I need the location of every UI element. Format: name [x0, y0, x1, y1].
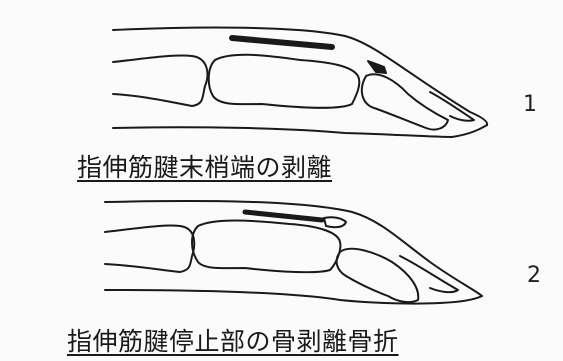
middle-phalanx-2 [192, 221, 340, 273]
proximal-phalanx-2 [105, 225, 194, 272]
finger-outline-lower-2 [105, 290, 482, 304]
avulsed-bone-fragment-2 [324, 217, 346, 227]
extensor-tendon-1 [232, 38, 332, 47]
middle-phalanx-1 [209, 55, 360, 108]
figure-number-2: 2 [527, 263, 541, 288]
extensor-tendon-2 [245, 212, 322, 220]
distal-phalanx-2 [337, 249, 419, 302]
caption-1: 指伸筋腱末梢端の剥離 [77, 148, 332, 184]
distal-phalanx-1 [362, 74, 448, 129]
finger-outline-lower-1 [113, 125, 487, 137]
finger-illustration-1 [113, 28, 487, 137]
finger-illustration-2 [105, 201, 482, 304]
figure-number-1: 1 [523, 92, 537, 117]
proximal-phalanx-1 [113, 55, 207, 106]
caption-2: 指伸筋腱停止部の骨剥離骨折 [67, 322, 399, 358]
avulsed-tendon-end-1 [368, 61, 386, 73]
nail-1 [430, 92, 474, 121]
